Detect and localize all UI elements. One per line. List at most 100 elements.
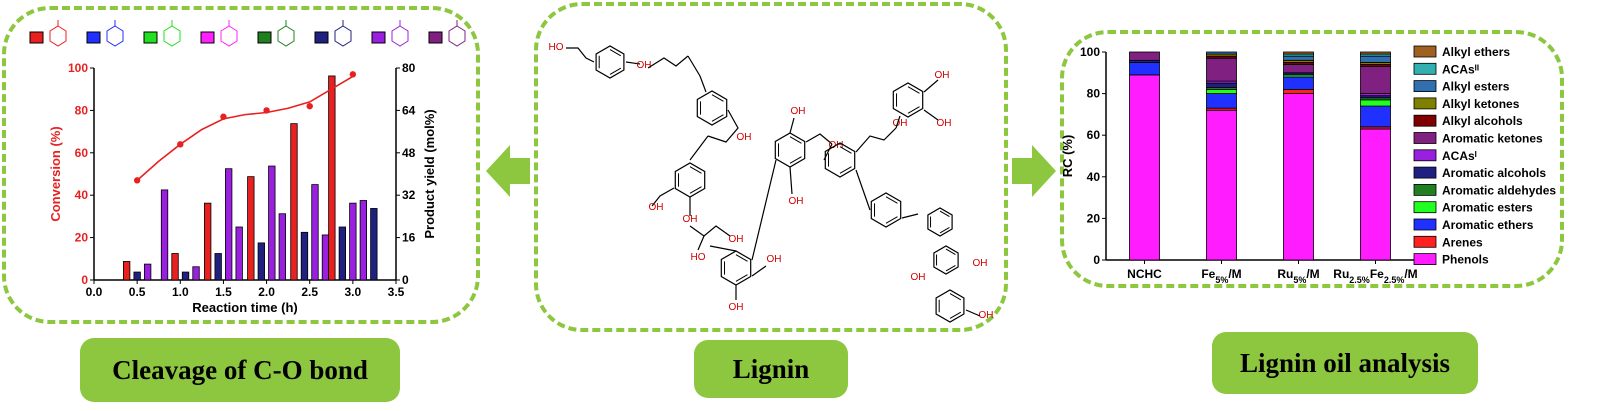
- rc-legend-label: Aromatic alcohols: [1442, 166, 1546, 180]
- rc-legend-swatch: [1413, 201, 1437, 214]
- cleavage-label: Cleavage of C-O bond: [80, 338, 400, 402]
- rc-y-tick-label: 60: [1087, 128, 1101, 142]
- rc-legend-label: Alkyl ketones: [1442, 97, 1520, 111]
- atom-label: OH: [789, 196, 804, 207]
- bond: [751, 159, 777, 261]
- product-bar: [338, 226, 347, 281]
- product-bar: [321, 234, 330, 281]
- rc-stack-segment: [1129, 62, 1160, 76]
- rc-legend-label: Arenes: [1442, 235, 1483, 249]
- x-tick-label: 2.5: [301, 285, 318, 299]
- rc-category-label: NCHC: [1127, 267, 1162, 281]
- atom-label: OH: [893, 118, 908, 129]
- rc-stack-segment: [1129, 51, 1160, 61]
- rc-legend-swatch: [1413, 114, 1437, 127]
- product-bar: [370, 208, 378, 281]
- rc-stack-segment: [1360, 51, 1391, 55]
- rc-legend-swatch: [1413, 218, 1437, 231]
- product-bar: [160, 189, 169, 281]
- benzene-ring: [927, 207, 953, 237]
- benzene-ring: [892, 82, 924, 118]
- conversion-point: [133, 177, 141, 184]
- y-left-tick-label: 0: [81, 273, 88, 287]
- bond: [965, 309, 981, 317]
- rc-legend-swatch: [1413, 253, 1437, 266]
- rc-legend-label: Alkyl ethers: [1442, 45, 1510, 59]
- legend-molecule-icon: [220, 20, 238, 47]
- product-bar: [349, 202, 357, 281]
- lignin-label: Lignin: [694, 340, 848, 398]
- legend-molecule-icon: [163, 20, 181, 47]
- bond: [805, 133, 833, 145]
- atom-label: OH: [729, 234, 744, 245]
- atom-label: OH: [935, 70, 950, 81]
- legend-swatch: [86, 31, 101, 44]
- atom-label: OH: [649, 202, 664, 213]
- product-bar: [225, 168, 233, 281]
- y-left-tick-label: 40: [75, 188, 89, 202]
- product-bar: [257, 242, 265, 281]
- rc-legend-swatch: [1413, 62, 1437, 75]
- product-bar: [300, 231, 309, 281]
- rc-legend-swatch: [1413, 183, 1437, 196]
- atom-label: OH: [979, 310, 994, 321]
- center-panel: [534, 2, 1008, 332]
- y-right-tick-label: 0: [402, 273, 409, 287]
- atom-label: OH: [937, 118, 952, 129]
- conversion-point: [220, 113, 227, 120]
- rc-y-tick-label: 100: [1080, 45, 1100, 59]
- product-bar: [290, 123, 298, 281]
- bond: [923, 109, 939, 121]
- atom-label: HO: [549, 42, 564, 53]
- product-bar: [181, 271, 190, 281]
- product-bar: [311, 184, 319, 281]
- rc-stack-segment: [1283, 89, 1314, 94]
- rc-y-tick-label: 80: [1087, 87, 1101, 101]
- bond: [895, 115, 901, 129]
- y-left-tick-label: 100: [68, 61, 88, 75]
- atom-label: OH: [683, 214, 698, 225]
- x-tick-label: 0.5: [129, 285, 146, 299]
- rc-stack-segment: [1206, 89, 1237, 94]
- rc-stack-segment: [1283, 64, 1314, 74]
- rc-stack-segment: [1360, 66, 1391, 95]
- atom-label: OH: [791, 106, 806, 117]
- product-bar: [122, 261, 131, 281]
- rc-stack-segment: [1206, 51, 1237, 55]
- conversion-point: [177, 141, 184, 148]
- rc-legend-swatch: [1413, 45, 1437, 58]
- bond: [923, 79, 939, 93]
- benzene-ring: [720, 250, 752, 286]
- rc-y-tick-label: 0: [1093, 253, 1100, 267]
- y-right-tick-label: 48: [402, 146, 416, 160]
- y-left-tick-label: 80: [75, 103, 89, 117]
- rc-legend-label: Aromatic aldehydes: [1442, 183, 1556, 197]
- rc-legend-label: ACAsᴵ: [1442, 149, 1477, 163]
- benzene-ring: [774, 132, 806, 168]
- legend-swatch: [314, 31, 329, 44]
- benzene-ring: [935, 289, 965, 323]
- product-bar: [328, 75, 336, 281]
- rc-category-label: Fe5%/M: [1201, 267, 1241, 285]
- right-arrow-icon: [1012, 145, 1056, 197]
- rc-stack-segment: [1129, 74, 1160, 261]
- bond: [651, 187, 675, 207]
- atom-label: OH: [737, 132, 752, 143]
- bond: [687, 55, 707, 93]
- legend-molecule-icon: [106, 20, 124, 47]
- bond: [855, 127, 897, 153]
- bond: [789, 166, 793, 195]
- rc-legend-label: Aromatic ketones: [1442, 132, 1543, 146]
- bond: [566, 47, 595, 63]
- y-left-tick-label: 20: [75, 231, 89, 245]
- x-tick-label: 2.0: [258, 285, 275, 299]
- bond: [697, 235, 705, 251]
- rc-category-label: Ru2.5%Fe2.5%/M: [1333, 267, 1417, 285]
- y-right-tick-label: 16: [402, 231, 416, 245]
- x-axis-label: Reaction time (h): [192, 300, 297, 315]
- rc-legend-swatch: [1413, 97, 1437, 110]
- legend-molecule-icon: [391, 20, 409, 47]
- lignin-oil-label: Lignin oil analysis: [1212, 332, 1478, 394]
- benzene-ring: [933, 245, 959, 275]
